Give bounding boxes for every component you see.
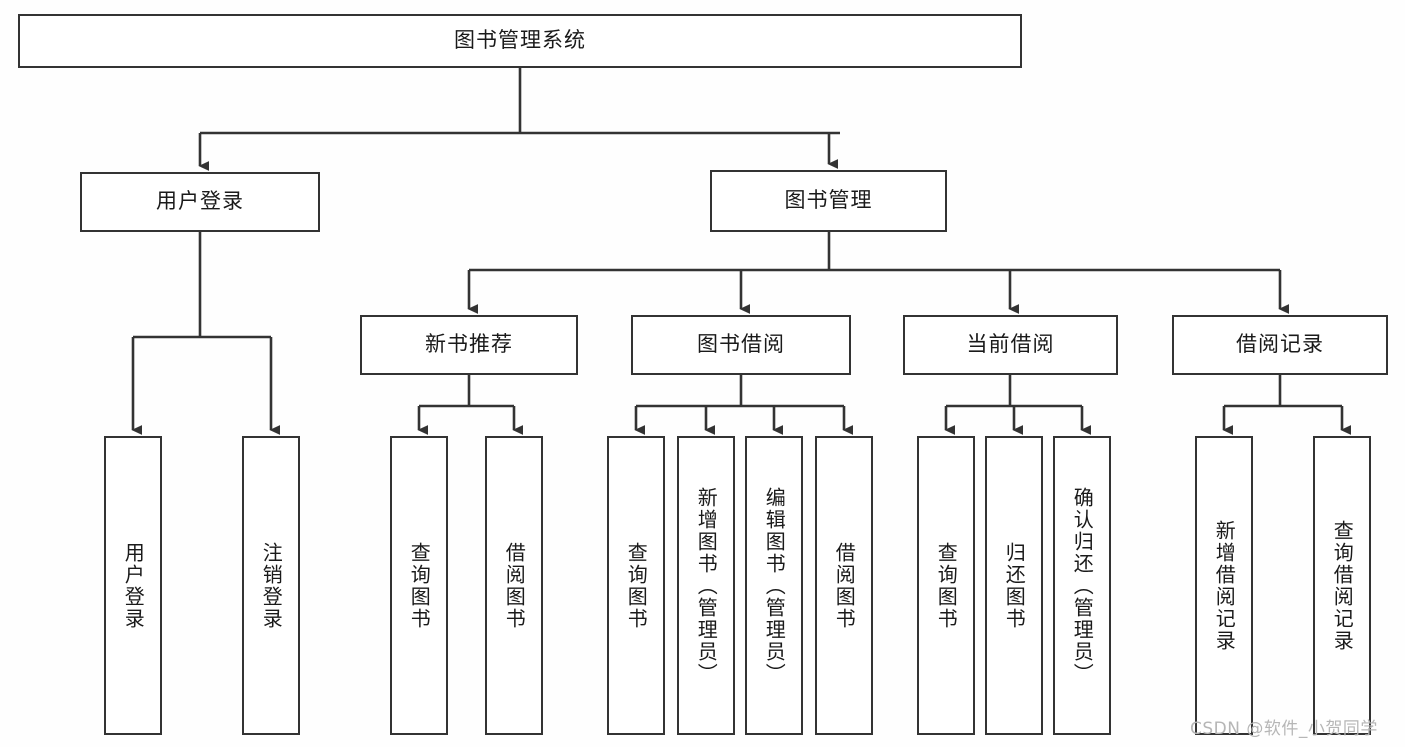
leaf-node[interactable]: 编辑图书（管理员） xyxy=(745,436,803,735)
node-book-management-label: 图书管理 xyxy=(784,188,873,213)
node-root[interactable]: 图书管理系统 xyxy=(18,14,1022,68)
node-current-borrow-label: 当前借阅 xyxy=(966,332,1055,357)
leaf-node-label: 新增借阅记录 xyxy=(1212,519,1237,652)
node-current-borrow[interactable]: 当前借阅 xyxy=(903,315,1118,375)
leaf-node[interactable]: 借阅图书 xyxy=(485,436,543,735)
leaf-node-label: 查询图书 xyxy=(407,541,432,630)
leaf-node[interactable]: 查询图书 xyxy=(607,436,665,735)
leaf-node-label: 注销登录 xyxy=(259,541,284,630)
node-borrow-records-label: 借阅记录 xyxy=(1236,332,1324,357)
leaf-node[interactable]: 借阅图书 xyxy=(815,436,873,735)
node-book-management[interactable]: 图书管理 xyxy=(710,170,947,232)
node-book-borrow-label: 图书借阅 xyxy=(697,332,785,357)
node-borrow-records[interactable]: 借阅记录 xyxy=(1172,315,1388,375)
node-book-borrow[interactable]: 图书借阅 xyxy=(631,315,851,375)
leaf-node[interactable]: 注销登录 xyxy=(242,436,300,735)
leaf-node-label: 新增图书（管理员） xyxy=(694,486,719,685)
leaf-node-label: 编辑图书（管理员） xyxy=(762,486,787,685)
leaf-node-label: 归还图书 xyxy=(1002,541,1027,630)
leaf-node[interactable]: 查询借阅记录 xyxy=(1313,436,1371,735)
leaf-node-label: 确认归还（管理员） xyxy=(1070,486,1095,685)
leaf-node-label: 查询借阅记录 xyxy=(1330,519,1355,652)
leaf-node[interactable]: 查询图书 xyxy=(917,436,975,735)
leaf-node-label: 借阅图书 xyxy=(832,541,857,630)
node-user-login[interactable]: 用户登录 xyxy=(80,172,320,232)
node-new-book-recommend[interactable]: 新书推荐 xyxy=(360,315,578,375)
leaf-node[interactable]: 归还图书 xyxy=(985,436,1043,735)
leaf-node[interactable]: 用户登录 xyxy=(104,436,162,735)
node-new-book-recommend-label: 新书推荐 xyxy=(425,332,513,357)
leaf-node[interactable]: 新增图书（管理员） xyxy=(677,436,735,735)
leaf-node-label: 用户登录 xyxy=(121,541,146,630)
node-root-label: 图书管理系统 xyxy=(454,28,586,53)
csdn-watermark: CSDN @软件_小贺同学 xyxy=(1190,719,1378,739)
leaf-node[interactable]: 确认归还（管理员） xyxy=(1053,436,1111,735)
leaf-node[interactable]: 新增借阅记录 xyxy=(1195,436,1253,735)
leaf-node-label: 查询图书 xyxy=(934,541,959,630)
node-user-login-label: 用户登录 xyxy=(156,189,244,214)
leaf-node-label: 查询图书 xyxy=(624,541,649,630)
leaf-node-label: 借阅图书 xyxy=(502,541,527,630)
leaf-node[interactable]: 查询图书 xyxy=(390,436,448,735)
